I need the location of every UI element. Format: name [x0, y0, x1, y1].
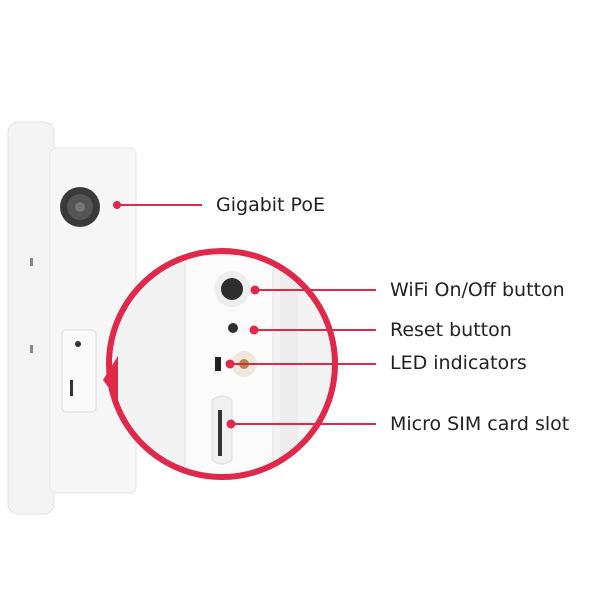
label-wifi-button: WiFi On/Off button [390, 279, 565, 301]
device-plate [7, 121, 55, 515]
label-led-indicators: LED indicators [390, 352, 527, 374]
zoom-detail [109, 251, 335, 477]
sim-slot [218, 410, 222, 456]
poe-connector [60, 187, 100, 227]
reset-button [228, 323, 238, 333]
zoom-pointer [103, 356, 118, 400]
label-reset-button: Reset button [390, 319, 512, 341]
wifi-button [221, 278, 243, 300]
label-gigabit-poe: Gigabit PoE [216, 194, 325, 216]
label-micro-sim-slot: Micro SIM card slot [390, 413, 570, 435]
